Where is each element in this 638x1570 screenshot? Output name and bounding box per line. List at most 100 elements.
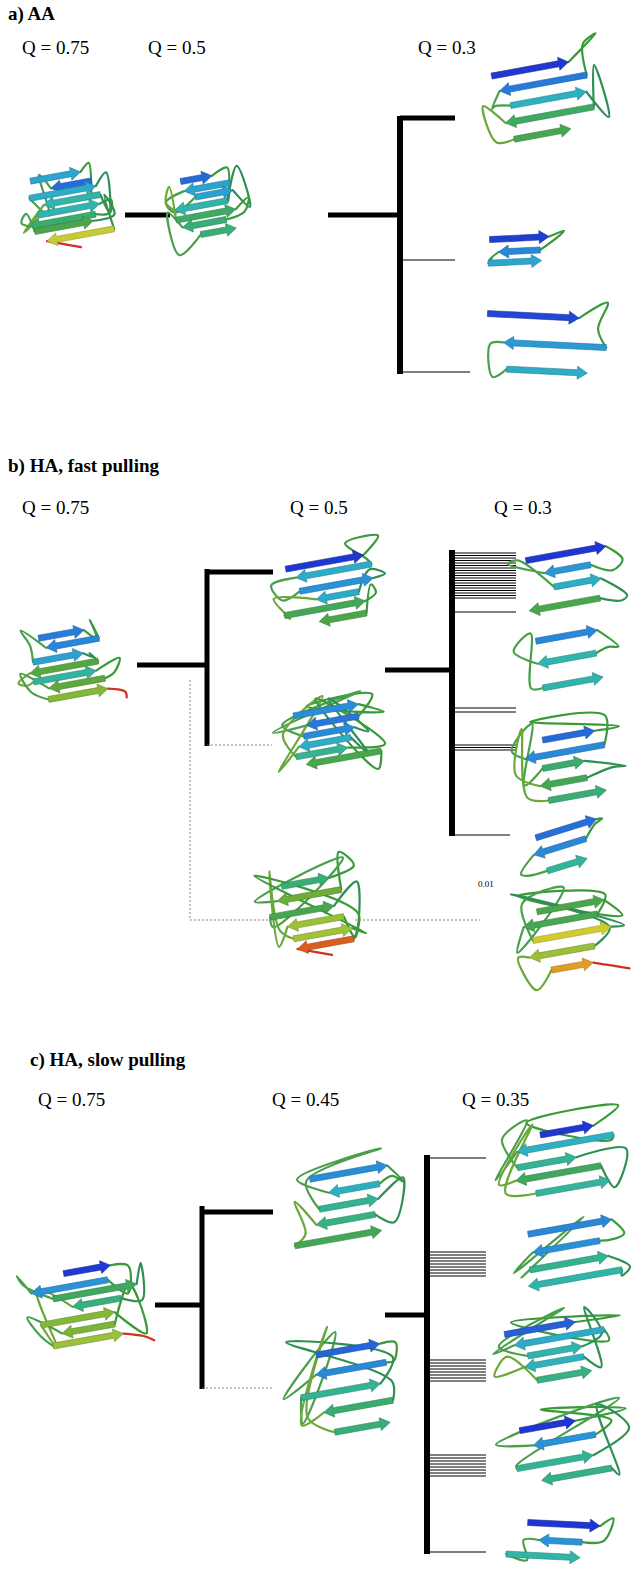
branch-line [207,570,273,575]
q-value: Q = 0.75 [22,38,89,59]
dendrogram [125,116,516,1554]
protein-cartoon [511,887,630,991]
protein-cartoon [271,535,385,626]
branch-line [452,745,516,746]
branch-line [400,259,455,260]
branch-line [427,1366,486,1367]
branch-line [400,116,455,121]
branch-line [452,575,516,576]
panel-heading: c) HA, slow pulling [30,1050,185,1071]
q-value: Q = 0.45 [272,1090,339,1111]
branch-line [427,1375,486,1376]
beta-strand [535,626,597,645]
loop-segment [496,1398,619,1469]
branch-line [427,1464,486,1465]
loop-segment [93,195,114,229]
branch-line [427,1270,486,1271]
protein-cartoon [514,1215,630,1291]
branch-line [427,1372,486,1373]
beta-strand [281,873,329,889]
beta-strand [329,1181,380,1198]
branch-line [355,920,480,921]
beta-strand [535,816,597,841]
beta-strand [48,684,108,702]
q-value: Q = 0.3 [494,498,552,519]
q-value: Q = 0.75 [22,498,89,519]
beta-strand [301,1379,381,1401]
beta-strand [510,87,586,108]
beta-strand [542,756,584,771]
branch-line [452,565,516,566]
loop-segment [579,302,608,347]
branch-line [452,750,516,751]
beta-strand [491,57,569,79]
branch-line [427,1360,486,1361]
beta-strand [542,672,603,690]
loop-segment [582,1518,613,1543]
loop-segment [123,1334,154,1341]
branch-line [452,598,516,599]
branch-line [452,585,516,586]
branch-line [424,1155,430,1554]
beta-strand [539,1534,583,1547]
branch-line [427,1476,486,1477]
beta-strand [504,336,607,350]
beta-strand [294,1226,381,1249]
loop-segment [582,1307,602,1367]
panel-heading: a) AA [8,4,55,25]
beta-strand [516,1450,593,1471]
protein-cartoon [521,816,602,876]
branch-line [385,1313,429,1318]
beta-strand [542,726,595,743]
beta-strand [537,1366,592,1383]
beta-strand [540,775,587,791]
branch-line [427,1473,486,1474]
protein-cartoon [487,302,608,379]
loop-segment [584,761,625,778]
branch-line [427,1261,486,1262]
beta-strand [306,748,382,769]
loop-segment [301,1327,335,1432]
branch-line [452,708,516,709]
beta-strand [316,1359,387,1379]
loop-segment [228,166,251,207]
beta-strand [53,1329,124,1349]
branch-line [427,1458,486,1459]
protein-cartoon [18,620,126,703]
protein-cartoon [496,1398,629,1485]
beta-strand [528,1267,622,1291]
branch-line [125,213,170,218]
probability-value: 0.01 [478,880,494,890]
loop-segment [530,713,619,745]
q-value: Q = 0.75 [38,1090,105,1111]
beta-strand [553,574,601,590]
branch-line [452,612,516,613]
loop-segment [96,658,120,679]
loop-segment [511,894,624,946]
protein-cartoon [493,1307,620,1383]
branch-line [427,1369,486,1370]
beta-strand [537,650,596,668]
protein-cartoon [508,542,628,616]
q-value: Q = 0.5 [290,498,348,519]
loop-segment [499,1124,536,1196]
protein-cartoon [488,231,564,268]
loop-segment [600,578,627,600]
beta-strand [540,1121,594,1138]
protein-cartoon [166,166,251,255]
loop-segment [593,1404,629,1474]
beta-strand [534,836,587,858]
beta-strand [298,936,355,954]
beta-strand [277,887,342,906]
branch-line [452,747,516,748]
beta-strand [525,742,605,764]
loop-segment [596,630,618,653]
protein-cartoon [21,163,114,247]
loop-segment [518,957,552,990]
branch-line [427,1276,486,1277]
beta-strand [63,1261,110,1277]
beta-strand [489,231,549,244]
branch-line [427,1381,486,1382]
